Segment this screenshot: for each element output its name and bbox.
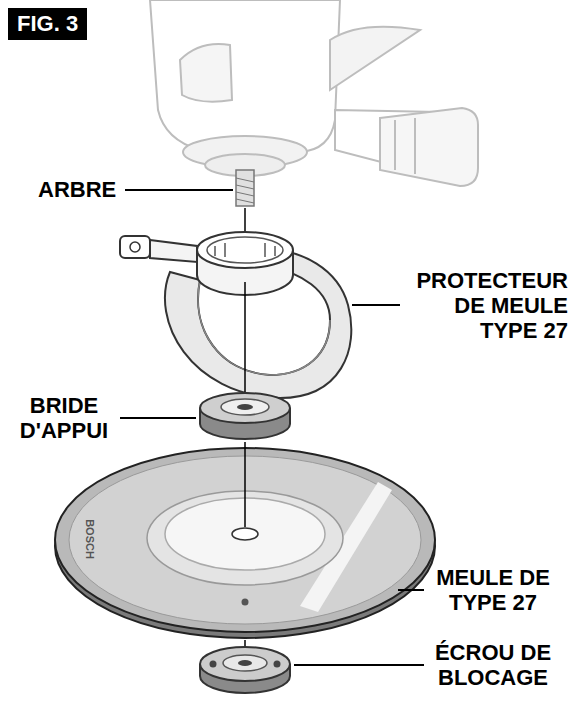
brand-mark: BOSCH (83, 507, 97, 571)
assembly-axis (244, 442, 246, 527)
collar-notches (215, 243, 275, 257)
clamp-screw (130, 242, 140, 252)
figure-title: FIG. 3 (8, 8, 87, 40)
spindle-shaft (236, 170, 254, 206)
leader-line (352, 304, 400, 306)
part-label: BRIDE D'APPUI (14, 393, 114, 443)
guard-shield (165, 250, 351, 398)
grinder-body (150, 0, 478, 186)
part-label: MEULE DE TYPE 27 (428, 565, 558, 615)
housing-detail (180, 44, 232, 102)
leader-line (294, 664, 424, 666)
handle-grip-line (414, 118, 416, 174)
assembly-axis (244, 282, 246, 392)
nut-pin-hole (274, 661, 281, 668)
leader-line (120, 417, 196, 419)
spindle (236, 170, 254, 206)
nut-hub (223, 655, 267, 671)
flange-top (200, 393, 290, 423)
part-label: ÉCROU DE BLOCAGE (428, 640, 558, 690)
side-handle (380, 108, 478, 186)
housing-detail (330, 27, 420, 90)
motor-housing (150, 0, 340, 152)
wheel-arbor-hole (232, 528, 258, 540)
nut-hole (238, 660, 252, 666)
guard-collar (197, 232, 293, 268)
clamp-screw-head (120, 236, 150, 258)
guard-clamp (150, 240, 197, 262)
nut-pin-hole (210, 661, 217, 668)
flange-hub (221, 399, 269, 415)
part-label: PROTECTEUR DE MEULE TYPE 27 (404, 268, 568, 343)
leader-line (125, 189, 233, 191)
guard-collar-inner (207, 237, 283, 263)
spindle-thread (236, 178, 254, 182)
lock-nut (200, 647, 290, 693)
backing-flange (200, 393, 290, 439)
handle-grip-line (394, 120, 396, 170)
leader-line (398, 589, 424, 591)
flange-hole (237, 404, 253, 410)
spindle-thread (236, 192, 254, 196)
spindle-thread (236, 185, 254, 189)
spindle-thread (236, 199, 254, 203)
nut-top (200, 647, 290, 681)
wheel-dot (242, 599, 249, 606)
part-label: ARBRE (38, 177, 124, 202)
wheel-guard (120, 232, 351, 398)
